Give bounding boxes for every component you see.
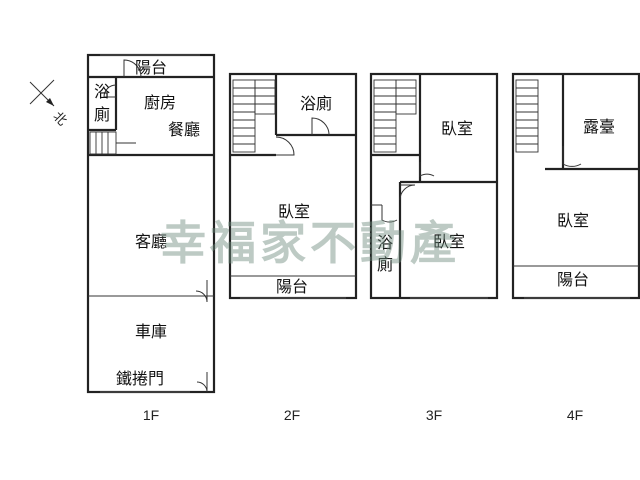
room-3f-bedroom-front: 臥室 [441, 119, 473, 138]
watermark: 幸福家不動產 [160, 216, 460, 270]
floor-label-1f: 1F [143, 407, 159, 423]
room-3f-bedroom-back: 臥室 [433, 232, 465, 251]
room-3f-bath-bottom: 廁 [377, 255, 393, 274]
room-1f-rolling-door: 鐵捲門 [116, 369, 164, 388]
room-1f-living: 客廳 [135, 232, 167, 251]
room-1f-garage: 車庫 [135, 322, 167, 341]
room-1f-balcony: 陽台 [135, 58, 167, 77]
floor-label-4f: 4F [567, 407, 583, 423]
room-4f-terrace: 露臺 [583, 117, 615, 136]
floor-2f-plan [228, 72, 358, 300]
north-arrow-icon [29, 79, 55, 107]
room-4f-balcony: 陽台 [557, 270, 589, 289]
room-4f-bedroom: 臥室 [557, 211, 589, 230]
floor-3f-plan [369, 72, 499, 300]
floor-1f-plan [86, 53, 216, 394]
floor-label-2f: 2F [284, 407, 300, 423]
room-1f-bath-bottom: 廁 [94, 105, 110, 124]
floor-label-3f: 3F [426, 407, 442, 423]
room-1f-kitchen: 廚房 [144, 93, 176, 112]
room-2f-bedroom: 臥室 [278, 202, 310, 221]
room-3f-bath-top: 浴 [377, 233, 393, 252]
room-1f-bath-top: 浴 [94, 82, 110, 101]
north-label: 北 [50, 109, 70, 129]
room-2f-bathroom: 浴廁 [300, 94, 332, 113]
room-1f-dining: 餐廳 [168, 120, 200, 139]
floor-4f-plan [511, 72, 640, 300]
room-2f-balcony: 陽台 [276, 277, 308, 296]
